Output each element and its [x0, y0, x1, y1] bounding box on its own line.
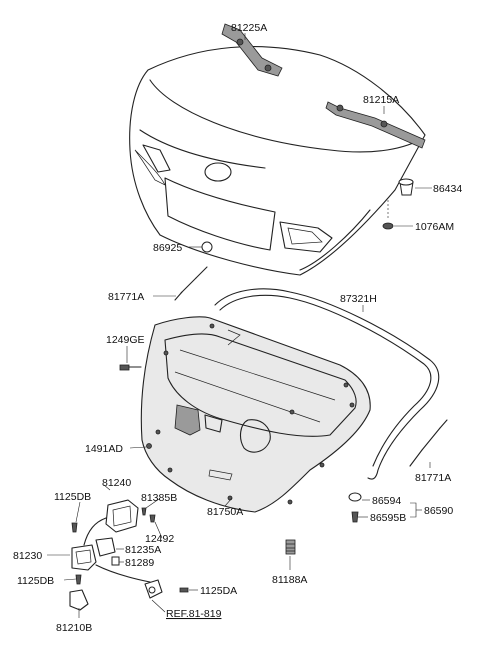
clip-81289	[111, 556, 120, 566]
gas-strut-right-81771A	[409, 419, 448, 467]
bolt-1125DA	[179, 587, 189, 593]
plug-86925	[201, 241, 213, 253]
label-1125DA: 1125DA	[200, 585, 237, 597]
bolt-1125DB-top	[71, 522, 78, 533]
trunk-lid	[129, 46, 426, 276]
nut-1076AM	[382, 200, 394, 230]
hinge-81215A	[325, 101, 426, 149]
label-1491AD: 1491AD	[85, 443, 123, 455]
weatherstrip-87321H	[214, 288, 440, 480]
label-81225A: 81225A	[231, 22, 267, 34]
label-86590: 86590	[424, 505, 453, 517]
bracket-81210B	[69, 589, 89, 611]
bumper-86594	[348, 492, 362, 502]
label-86594: 86594	[372, 495, 401, 507]
label-81230: 81230	[13, 550, 42, 562]
leader-lines	[47, 33, 432, 618]
label-86434: 86434	[433, 183, 462, 195]
label-81188A: 81188A	[272, 574, 307, 586]
label-81240: 81240	[102, 477, 131, 489]
screw-86595B	[351, 511, 359, 523]
cylinder-81235A	[95, 537, 116, 557]
bolt-81385B	[141, 507, 147, 516]
latch-81230	[71, 544, 97, 571]
latch-actuator-81240	[83, 499, 139, 546]
label-1249GE: 1249GE	[106, 334, 145, 346]
release-ref	[144, 579, 163, 599]
label-12492: 12492	[145, 533, 174, 545]
bolt-12492	[149, 514, 156, 523]
label-81289: 81289	[125, 557, 154, 569]
bolt-1125DB-bottom	[75, 574, 82, 585]
label-81210B: 81210B	[56, 622, 92, 634]
label-ref-81-819: REF.81-819	[166, 608, 222, 620]
label-1125DB-top: 1125DB	[54, 491, 91, 503]
label-81771A-left: 81771A	[108, 291, 144, 303]
trim-panel-81750A	[140, 316, 371, 513]
cable	[95, 564, 151, 583]
label-86925: 86925	[153, 242, 182, 254]
label-81750A: 81750A	[207, 506, 243, 518]
bolt-1249GE	[119, 364, 142, 371]
bumper-86434	[398, 178, 414, 196]
label-87321H: 87321H	[340, 293, 377, 305]
label-86595B: 86595B	[370, 512, 406, 524]
gas-strut-left-81771A	[174, 266, 208, 301]
label-81385B: 81385B	[141, 492, 177, 504]
part-labels: 81225A 81215A 86434 1076AM 86925 81771A …	[13, 22, 462, 634]
clip-1491AD	[146, 443, 152, 449]
label-81235A: 81235A	[125, 544, 161, 556]
hinge-81225A	[221, 23, 283, 77]
label-1076AM: 1076AM	[415, 221, 454, 233]
label-1125DB-bottom: 1125DB	[17, 575, 54, 587]
striker-81188A	[285, 539, 296, 555]
label-81771A-right: 81771A	[415, 472, 451, 484]
label-81215A: 81215A	[363, 94, 399, 106]
